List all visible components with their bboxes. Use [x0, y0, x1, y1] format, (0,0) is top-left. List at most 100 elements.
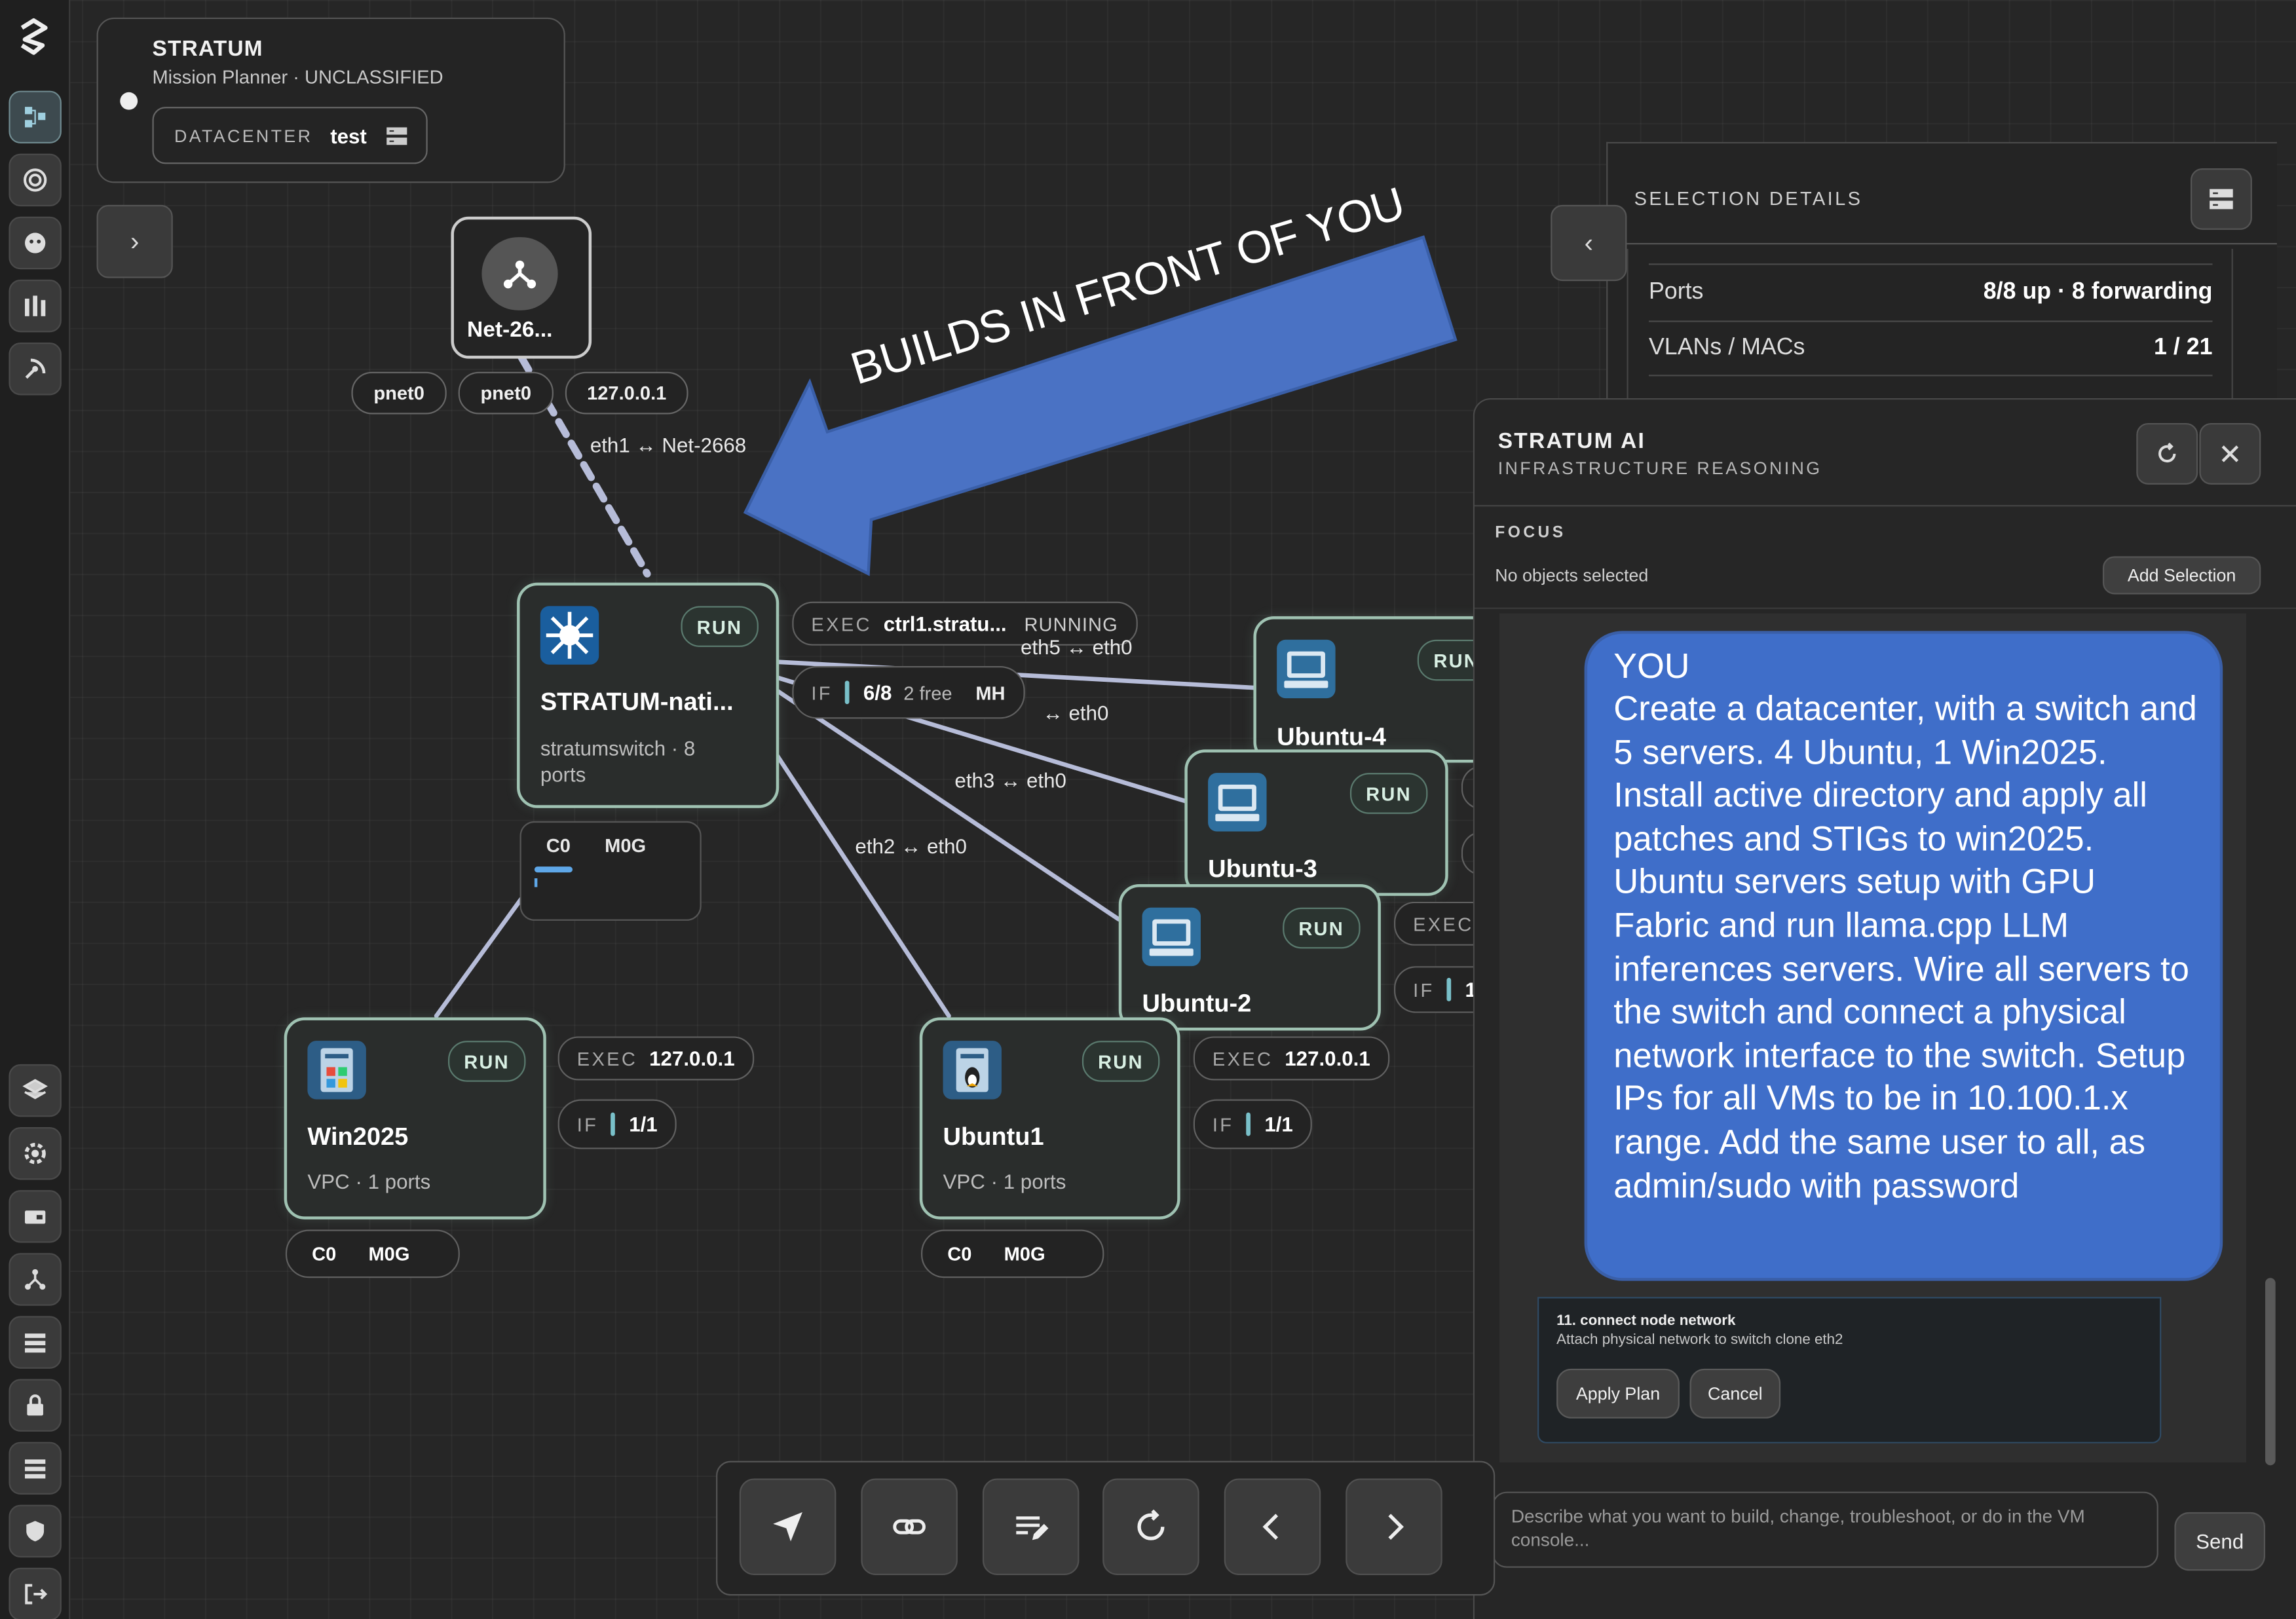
network-icon: [481, 237, 558, 310]
network-nav-icon[interactable]: [9, 1253, 62, 1306]
ubuntu1-if-tag[interactable]: IF 1/1: [1193, 1099, 1312, 1149]
apply-plan-button[interactable]: Apply Plan: [1556, 1368, 1680, 1419]
switch-icon: [540, 606, 599, 665]
chat-scrollbar[interactable]: [2265, 1278, 2276, 1466]
net-node-title: Net-26...: [467, 318, 553, 343]
selection-details-panel: SELECTION DETAILS Ports 8/8 up · 8 forwa…: [1606, 141, 2277, 409]
refresh-button[interactable]: [2136, 422, 2198, 485]
selection-details-divider: [1608, 243, 2277, 245]
datacenter-value: test: [330, 123, 367, 147]
message-text: Create a datacenter, with a switch and 5…: [1613, 689, 2197, 1204]
win2025-cpu: C0: [312, 1242, 337, 1265]
collapse-details-button[interactable]: ‹: [1551, 204, 1627, 282]
expand-panel-button[interactable]: ›: [96, 204, 173, 278]
chat-input[interactable]: Describe what you want to build, change,…: [1492, 1491, 2158, 1568]
ubuntu1-resources: C0 M0G: [921, 1229, 1104, 1278]
chevron-right-icon: [1388, 1514, 1404, 1540]
edit-list-icon: [1016, 1516, 1049, 1540]
exec-key: EXEC: [811, 612, 872, 635]
device-nav-icon[interactable]: [9, 1190, 62, 1243]
win2025-exec-tag[interactable]: EXEC 127.0.0.1: [557, 1036, 754, 1081]
net-port-pnet0[interactable]: pnet0: [351, 371, 447, 415]
link-button[interactable]: [861, 1478, 958, 1575]
satellite-nav-icon[interactable]: [9, 343, 62, 396]
switch-subtitle: stratumswitch · 8 ports: [540, 736, 696, 787]
datacenter-selector[interactable]: DATACENTER test: [152, 107, 428, 164]
server-icon: [387, 125, 408, 145]
server-vm-icon: [1277, 639, 1336, 699]
layers-nav-icon[interactable]: [9, 1064, 62, 1117]
add-selection-button[interactable]: Add Selection: [2102, 556, 2261, 595]
if-value: 6/8: [863, 680, 892, 705]
if-key: IF: [811, 681, 833, 703]
exec-value: ctrl1.stratu...: [883, 612, 1007, 636]
edge-label-eth5: eth5 ↔ eth0: [1021, 635, 1133, 659]
ubuntu-3-node[interactable]: RUN Ubuntu-3: [1184, 749, 1448, 896]
cancel-plan-button[interactable]: Cancel: [1689, 1368, 1781, 1419]
ai-subtitle: INFRASTRUCTURE REASONING: [1497, 458, 1822, 479]
win2025-node[interactable]: RUN Win2025 VPC · 1 ports: [284, 1017, 546, 1219]
next-button[interactable]: [1346, 1478, 1442, 1575]
close-ai-button[interactable]: [2199, 422, 2261, 485]
lock-nav-icon[interactable]: [9, 1379, 62, 1432]
send-action-button[interactable]: [739, 1478, 837, 1575]
list-nav-icon[interactable]: [9, 1316, 62, 1369]
switch-cpu: C0: [546, 834, 571, 857]
ubuntu1-status: RUN: [1082, 1041, 1160, 1082]
chevron-left-icon: ‹: [1584, 227, 1594, 257]
if-extra: MH: [975, 681, 1006, 703]
settings-nav-icon[interactable]: [9, 1127, 62, 1180]
ubuntu1-mem: M0G: [1004, 1242, 1045, 1265]
ports-value: 8/8 up · 8 forwarding: [1983, 279, 2213, 305]
net-node[interactable]: Net-26...: [451, 216, 592, 359]
ports-label: Ports: [1648, 279, 1704, 305]
send-button[interactable]: Send: [2174, 1512, 2266, 1571]
ubuntu1-node[interactable]: RUN Ubuntu1 VPC · 1 ports: [919, 1017, 1180, 1219]
bot-nav-icon[interactable]: [9, 216, 62, 270]
ubuntu-4-title: Ubuntu-4: [1277, 723, 1386, 751]
link-icon: [893, 1519, 926, 1535]
win2025-status: RUN: [447, 1041, 526, 1082]
app-name: STRATUM: [152, 36, 263, 62]
project-header-card: STRATUM Mission Planner · UNCLASSIFIED D…: [96, 17, 565, 183]
user-message-bubble: YOU Create a datacenter, with a switch a…: [1584, 631, 2223, 1281]
win2025-exec-key: EXEC: [576, 1047, 638, 1070]
ubuntu-4-node[interactable]: RUN Ubuntu-4: [1253, 616, 1509, 763]
ai-title: STRATUM AI: [1497, 428, 1646, 454]
logs-nav-icon[interactable]: [9, 1442, 62, 1495]
plan-step-detail: Attach physical network to switch clone …: [1556, 1331, 1843, 1349]
previous-button[interactable]: [1224, 1478, 1321, 1575]
win2025-resources: C0 M0G: [285, 1229, 460, 1278]
ubuntu1-exec-key: EXEC: [1212, 1047, 1273, 1070]
details-inner: [1627, 248, 2233, 407]
target-nav-icon[interactable]: [9, 153, 62, 207]
logout-nav-icon[interactable]: [9, 1567, 62, 1619]
vlans-row: VLANs / MACs 1 / 21: [1648, 319, 2213, 377]
selection-details-toggle-button[interactable]: [2191, 168, 2252, 230]
focus-value: No objects selected: [1495, 565, 1649, 586]
switch-if-tag[interactable]: IF 6/8 2 free MH: [792, 665, 1025, 719]
shield-nav-icon[interactable]: [9, 1504, 62, 1558]
switch-title: STRATUM-nati...: [540, 688, 734, 716]
ubuntu1-if-key: IF: [1212, 1113, 1234, 1136]
topology-nav-icon[interactable]: [9, 90, 62, 144]
net-port-ip[interactable]: 127.0.0.1: [565, 371, 688, 415]
win2025-if-tag[interactable]: IF 1/1: [557, 1099, 677, 1149]
refresh-icon: [2158, 442, 2176, 463]
server-vm-icon: [1208, 773, 1267, 832]
switch-status-badge: RUN: [681, 606, 759, 647]
switch-mem: M0G: [605, 834, 647, 857]
switch-exec-tag[interactable]: EXEC ctrl1.stratu... RUNNING: [792, 601, 1137, 646]
edit-notes-button[interactable]: [982, 1478, 1080, 1575]
switch-node[interactable]: RUN STRATUM-nati... stratumswitch · 8 po…: [517, 582, 780, 808]
ubuntu1-exec-tag[interactable]: EXEC 127.0.0.1: [1193, 1036, 1389, 1081]
ubuntu-2-title: Ubuntu-2: [1142, 989, 1252, 1018]
ubuntu-3-title: Ubuntu-3: [1208, 855, 1317, 883]
ubuntu-2-node[interactable]: RUN Ubuntu-2: [1118, 884, 1381, 1031]
edge-label-eth0: ↔ eth0: [1042, 701, 1109, 725]
edge-label-eth2: eth2 ↔ eth0: [855, 834, 967, 858]
net-port-pnet0-b[interactable]: pnet0: [458, 371, 554, 415]
datacenter-label: DATACENTER: [174, 125, 313, 146]
racks-nav-icon[interactable]: [9, 279, 62, 333]
refresh-canvas-button[interactable]: [1102, 1478, 1199, 1575]
